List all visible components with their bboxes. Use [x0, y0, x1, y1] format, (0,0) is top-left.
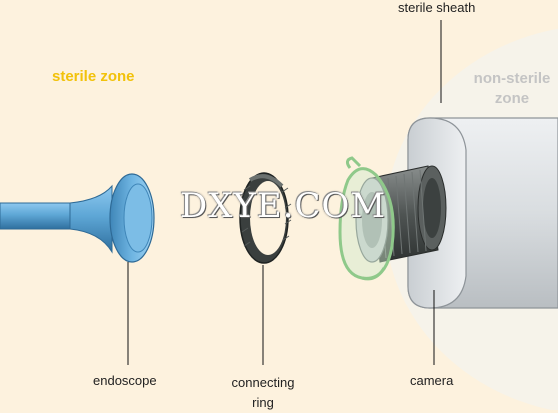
connecting-ring-illustration [239, 172, 292, 264]
connecting-ring-label-line1: connecting [231, 375, 295, 390]
connecting-ring-label-line2: ring [252, 395, 274, 410]
sterile-sheath-illustration [338, 156, 395, 281]
endoscope-illustration [0, 173, 155, 263]
connecting-ring-label: connecting ring [213, 373, 313, 413]
leader-lines [127, 20, 442, 365]
camera-illustration [355, 117, 558, 309]
camera-label: camera [410, 373, 454, 388]
non-sterile-zone-label: non-sterile zone [466, 69, 558, 109]
non-sterile-zone-label-line1: non-sterile [473, 70, 551, 87]
sterile-sheath-label: sterile sheath [398, 0, 476, 15]
watermark-text: DXYE.COM [180, 186, 387, 226]
sterile-zone-label: sterile zone [52, 68, 135, 85]
endoscope-label: endoscope [93, 373, 157, 388]
non-sterile-zone-label-line2: zone [494, 90, 530, 107]
